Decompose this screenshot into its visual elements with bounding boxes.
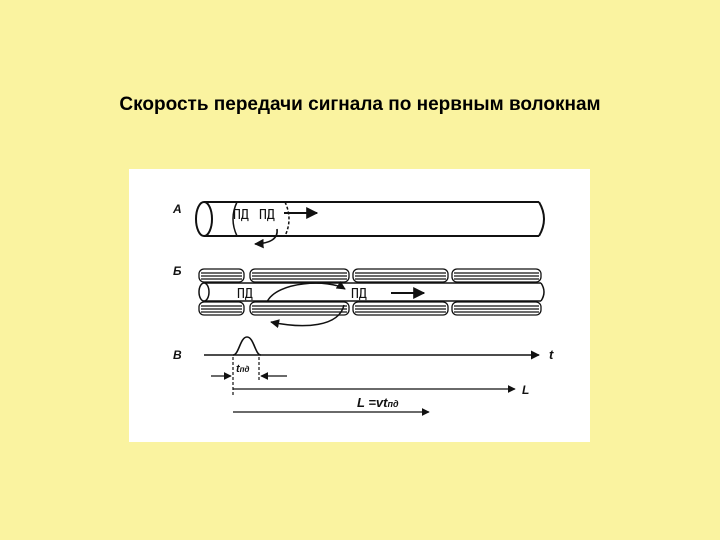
- panel-b-saltatory-arrow-top: [266, 280, 346, 303]
- time-axis-label: t: [549, 347, 554, 362]
- panel-a: А ПД ПД: [172, 201, 545, 249]
- duration-subscript: пд: [240, 365, 250, 374]
- myelin-sheath-2: [249, 268, 350, 316]
- panel-c: В t tпд L L =vtпд: [173, 336, 554, 416]
- panel-b-saltatory-arrow-bottom: [270, 304, 345, 329]
- panel-b: Б: [173, 264, 545, 329]
- panel-b-label: Б: [173, 264, 182, 278]
- action-potential-spike: [232, 336, 262, 356]
- panel-b-ap-label-1: ПД: [237, 287, 253, 302]
- panel-a-ap-label-2: ПД: [259, 208, 275, 223]
- panel-a-label: А: [172, 202, 182, 216]
- slide-title: Скорость передачи сигнала по нервным вол…: [119, 94, 601, 115]
- diagram-canvas: А ПД ПД Б: [172, 201, 554, 416]
- myelin-sheath-1: [198, 268, 245, 316]
- panel-a-local-current-arrow: [254, 228, 278, 249]
- nerve-fiber-diagram: А ПД ПД Б: [129, 169, 590, 442]
- distance-axis-label: L: [522, 383, 529, 397]
- myelin-sheath-4: [451, 268, 542, 316]
- duration-var: t: [236, 363, 241, 375]
- myelinated-fiber: [198, 268, 545, 316]
- panel-b-ap-label-2: ПД: [351, 287, 367, 302]
- myelin-sheath-3: [352, 268, 449, 316]
- unmyelinated-fiber: [195, 201, 545, 237]
- formula-subscript: пд: [387, 399, 398, 409]
- formula-label: L =vtпд: [357, 395, 399, 410]
- duration-label: tпд: [236, 363, 250, 375]
- formula-main: L =vt: [357, 395, 388, 410]
- panel-a-ap-label-1: ПД: [233, 208, 249, 223]
- panel-c-label: В: [173, 348, 182, 362]
